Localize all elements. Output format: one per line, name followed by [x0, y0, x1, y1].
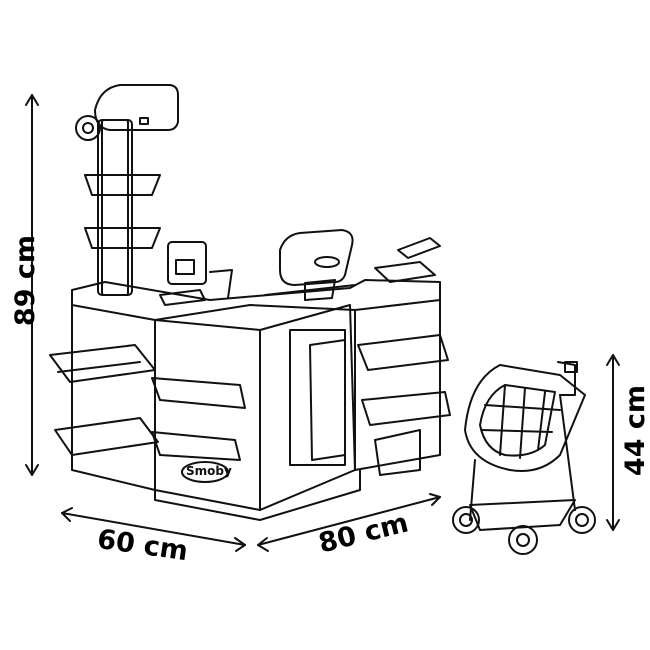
dimension-height-counter: 89 cm — [10, 234, 42, 327]
height-arrow-44 — [606, 354, 620, 531]
scanner-tower — [75, 84, 179, 296]
shopping-cart — [452, 361, 596, 555]
counter-body — [71, 279, 441, 521]
cash-register — [264, 229, 356, 301]
payment-terminal — [159, 241, 233, 306]
depth-arrow-60 — [61, 507, 246, 552]
height-arrow-89 — [25, 94, 39, 476]
brand-logo-oval — [181, 461, 229, 483]
shelves-left — [49, 344, 246, 461]
width-arrow-80 — [257, 493, 441, 552]
dimension-height-cart: 44 cm — [620, 384, 650, 477]
shelves-right — [357, 334, 451, 476]
scanner-gun — [374, 237, 441, 283]
brand-logo: Smoby — [186, 464, 232, 478]
